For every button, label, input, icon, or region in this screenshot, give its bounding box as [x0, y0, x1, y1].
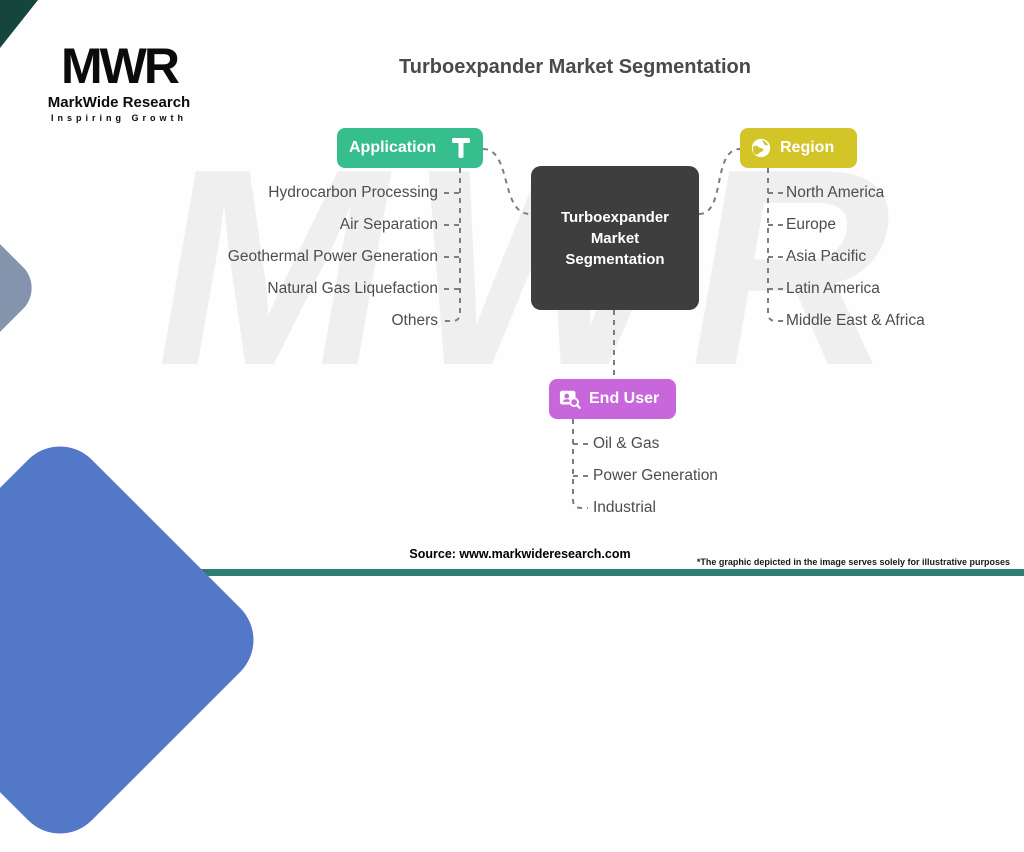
segment-item: Europe	[786, 216, 836, 233]
segment-item: Geothermal Power Generation	[227, 248, 438, 265]
branch-label-region: Region	[780, 139, 835, 156]
segment-item: Oil & Gas	[593, 435, 660, 452]
logo-name: MarkWide Research	[47, 94, 191, 111]
segment-item: Air Separation	[339, 216, 438, 233]
segment-item: Others	[391, 312, 438, 329]
branch-label-end-user: End User	[589, 390, 660, 407]
center-node: Turboexpander Market Segmentation	[531, 166, 699, 310]
segment-item: Industrial	[593, 499, 656, 516]
center-node-label: Turboexpander Market Segmentation	[560, 208, 670, 268]
disclaimer-text: *The graphic depicted in the image serve…	[696, 557, 1010, 567]
logo-acronym: MWR	[61, 38, 180, 94]
connector-center-to-region	[698, 148, 741, 215]
user-search-icon	[559, 390, 581, 409]
text-tool-icon	[452, 138, 470, 158]
source-text: Source: www.markwideresearch.com	[409, 547, 631, 561]
connector-region-spine	[767, 168, 784, 322]
page-title: Turboexpander Market Segmentation	[399, 56, 751, 78]
bottom-accent-strip	[0, 569, 1024, 576]
segment-item: Natural Gas Liquefaction	[267, 280, 438, 297]
segment-item: Hydrocarbon Processing	[268, 184, 438, 201]
segment-item: Asia Pacific	[786, 248, 867, 265]
branch-button-end-user: End User	[549, 379, 676, 419]
branch-button-region: Region	[740, 128, 857, 168]
connector-lines	[444, 148, 784, 509]
branch-label-application: Application	[349, 139, 437, 156]
logo: MWR MarkWide Research Inspiring Growth	[36, 40, 202, 123]
segment-item: North America	[786, 184, 885, 201]
globe-icon	[751, 138, 771, 158]
segment-item: Latin America	[786, 280, 880, 297]
connector-application-spine	[444, 168, 461, 322]
segment-item: Power Generation	[593, 467, 718, 484]
connector-enduser-spine	[572, 419, 588, 509]
connector-application-to-center	[482, 148, 531, 215]
branch-button-application: Application	[337, 128, 483, 168]
segment-item: Middle East & Africa	[786, 312, 925, 329]
logo-tagline: Inspiring Growth	[51, 113, 187, 123]
